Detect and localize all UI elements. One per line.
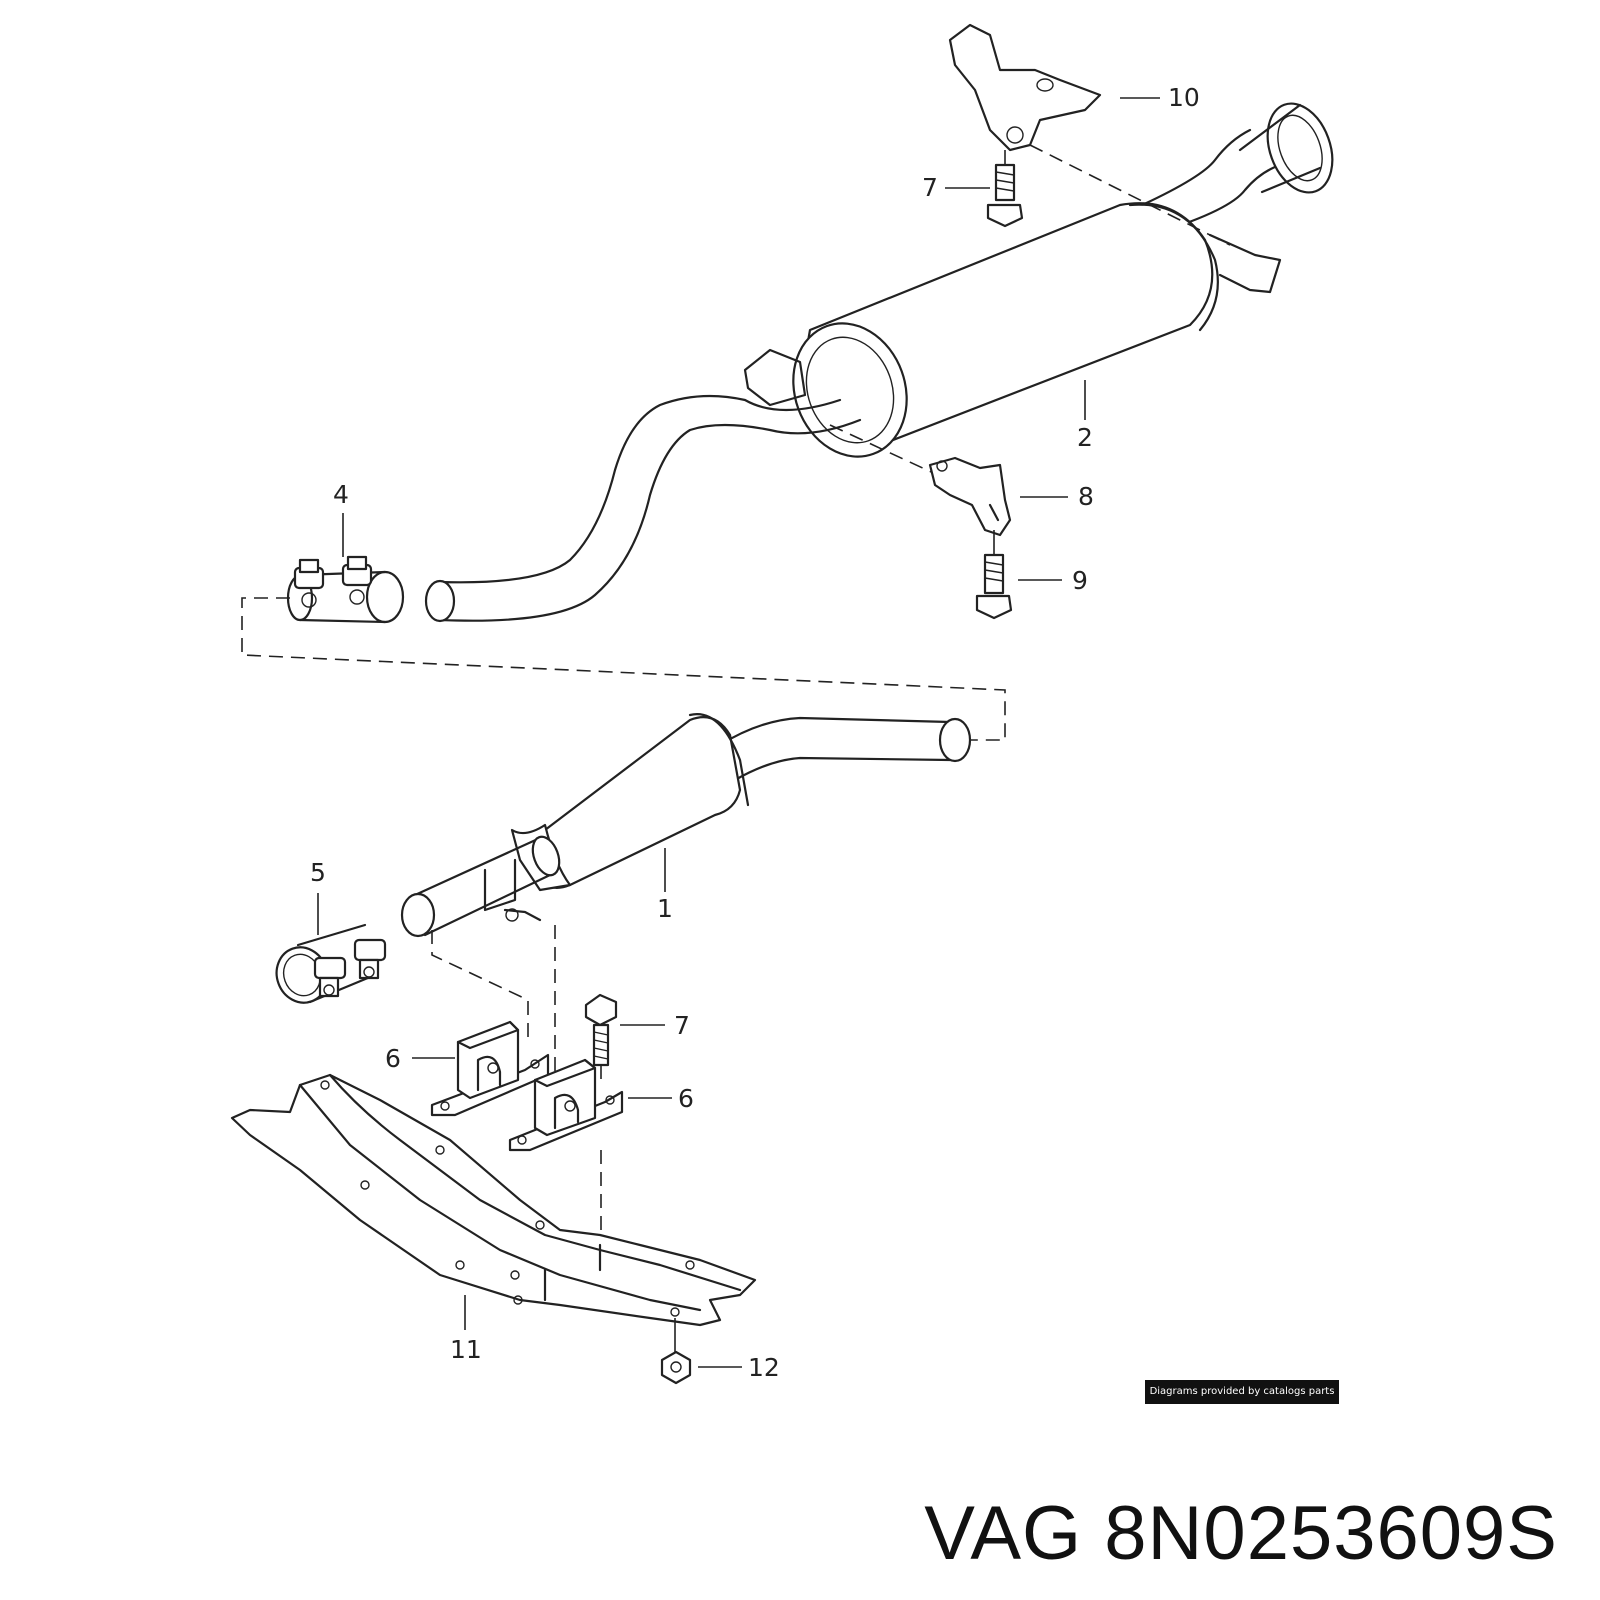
callout-9: 9 [1072, 566, 1088, 595]
callout-7-bottom: 7 [674, 1011, 690, 1040]
callout-5: 5 [310, 858, 326, 887]
part-number-title: VAG 8N0253609S [924, 1491, 1558, 1576]
callout-6-left: 6 [385, 1044, 401, 1073]
leader-lines [317, 97, 1160, 1368]
rubber-mount-6-right [508, 1058, 624, 1235]
callout-8: 8 [1078, 482, 1094, 511]
callout-11: 11 [450, 1335, 482, 1364]
diagram-credit-badge: Diagrams provided by catalogs parts [1145, 1380, 1339, 1404]
hanger-bracket-10 [948, 23, 1231, 246]
callout-7-top: 7 [922, 173, 938, 202]
rubber-mount-6-left [430, 1020, 550, 1117]
callout-12: 12 [748, 1353, 780, 1382]
bolt-7-top [986, 150, 1024, 228]
clamp-5 [275, 923, 387, 1004]
nut-12 [660, 1318, 692, 1385]
clamp-4 [286, 555, 405, 624]
front-silencer [400, 713, 972, 1090]
heat-shield-11 [230, 1073, 757, 1327]
connection-line [241, 597, 1006, 741]
callout-4: 4 [333, 480, 349, 509]
callout-1: 1 [657, 894, 673, 923]
bolt-7-bottom [584, 993, 618, 1080]
callout-6-right: 6 [678, 1084, 694, 1113]
bolt-9 [975, 530, 1013, 620]
callout-2: 2 [1077, 423, 1093, 452]
hanger-bracket-8 [829, 424, 1012, 537]
callout-10: 10 [1168, 83, 1200, 112]
rear-silencer [424, 102, 1334, 623]
